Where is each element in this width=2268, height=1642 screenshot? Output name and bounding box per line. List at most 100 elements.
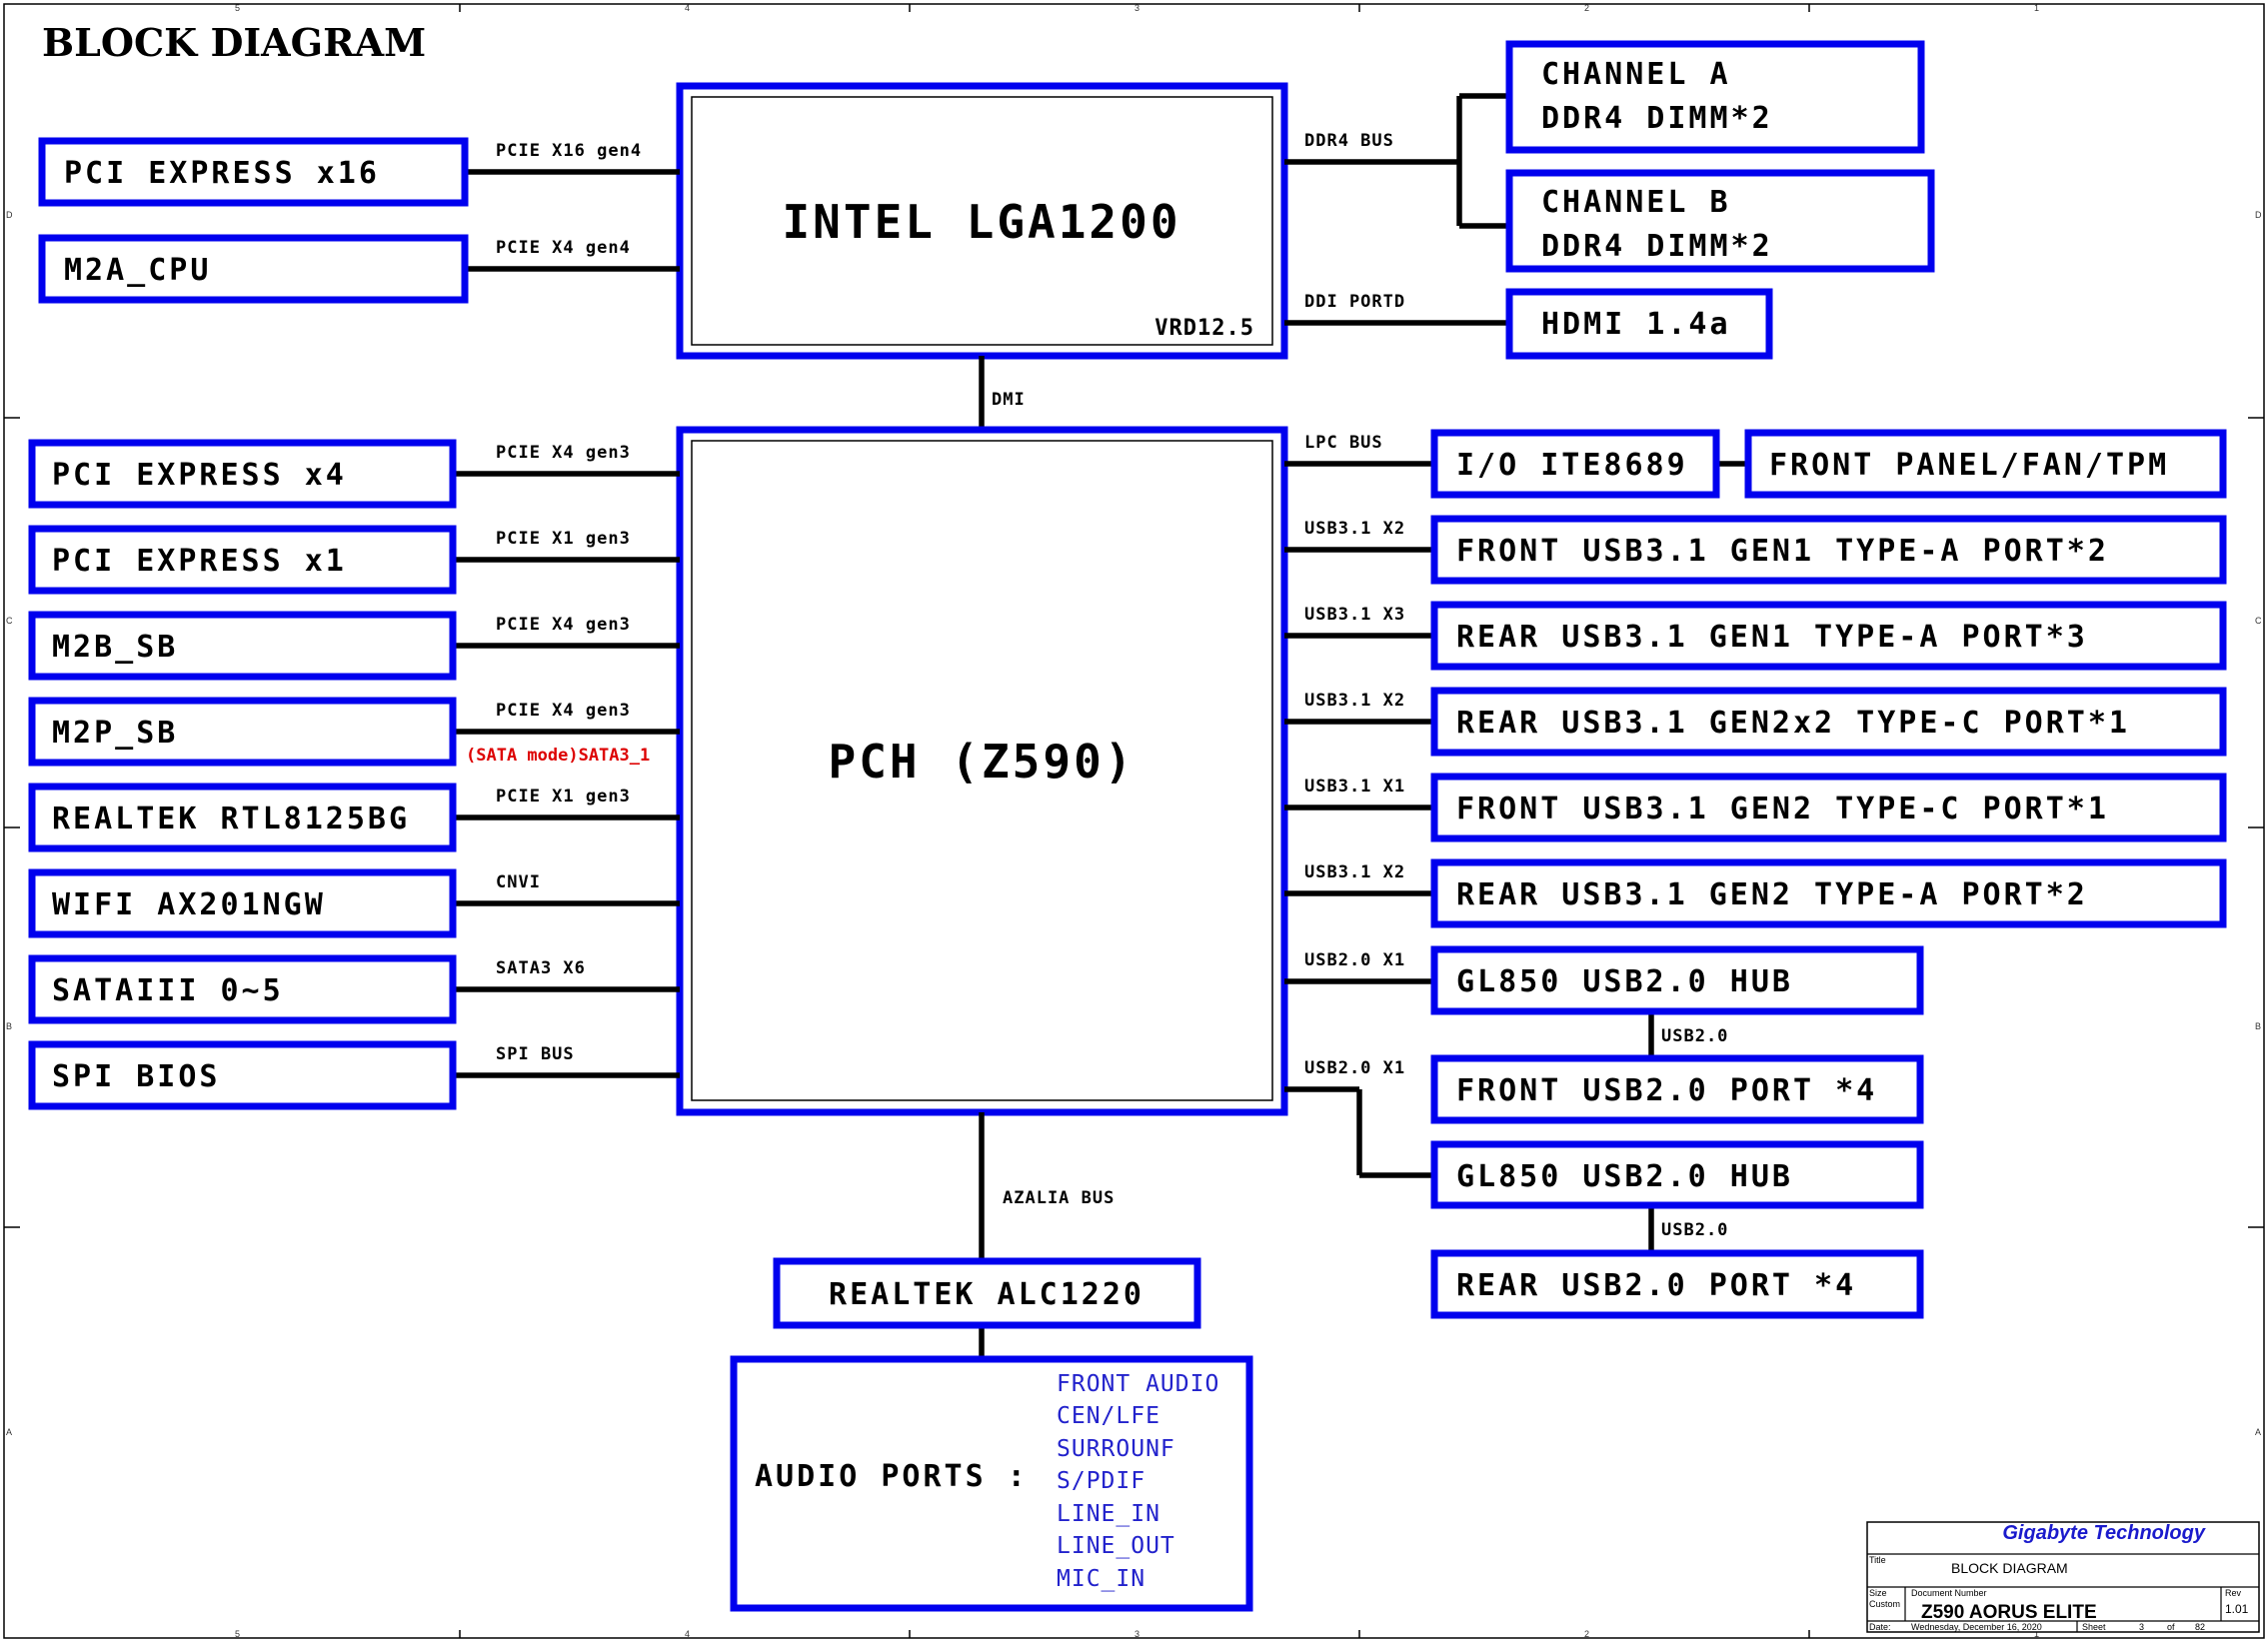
block-label: REAR USB3.1 GEN2x2 TYPE-C PORT*1 bbox=[1456, 706, 2130, 741]
border-row-label: B bbox=[2255, 1021, 2261, 1031]
m2p-sb-block: M2P_SB bbox=[28, 697, 457, 767]
revision: 1.01 bbox=[2225, 1602, 2249, 1616]
docnum-caption: Document Number bbox=[1911, 1588, 1987, 1598]
cpu-name: INTEL LGA1200 bbox=[782, 195, 1180, 249]
title-caption: Title bbox=[1869, 1555, 1886, 1565]
date-value: Wednesday, December 16, 2020 bbox=[1911, 1622, 2042, 1632]
wifi-ax201ngw-block: WIFI AX201NGW bbox=[28, 868, 457, 938]
block-label: DDR4 DIMM*2 bbox=[1541, 101, 1773, 136]
rear-usb20-block: REAR USB2.0 PORT *4 bbox=[1430, 1249, 1924, 1319]
audio-ports-block: AUDIO PORTS : FRONT AUDIO CEN/LFE SURROU… bbox=[730, 1355, 1253, 1612]
bus-label: AZALIA BUS bbox=[1003, 1188, 1115, 1208]
block-label: HDMI 1.4a bbox=[1541, 307, 1731, 342]
border-col-label: 1 bbox=[2034, 3, 2039, 13]
block-label: PCI EXPRESS x16 bbox=[64, 156, 380, 191]
rev-caption: Rev bbox=[2225, 1588, 2242, 1598]
company-name: Gigabyte Technology bbox=[2002, 1522, 2205, 1544]
pci-express-x4-block: PCI EXPRESS x4 bbox=[28, 439, 457, 509]
block-label: I/O ITE8689 bbox=[1456, 448, 1688, 483]
block-label: PCI EXPRESS x1 bbox=[52, 544, 347, 579]
block-label: GL850 USB2.0 HUB bbox=[1456, 1159, 1793, 1194]
block-label: PCI EXPRESS x4 bbox=[52, 458, 347, 493]
sheet-number: 3 bbox=[2139, 1622, 2144, 1632]
front-panel-block: FRONT PANEL/FAN/TPM bbox=[1744, 429, 2227, 499]
border-row-label: C bbox=[2255, 616, 2262, 626]
border-col-label: 4 bbox=[685, 3, 690, 13]
front-usb31-gen2-block: FRONT USB3.1 GEN2 TYPE-C PORT*1 bbox=[1430, 773, 2227, 842]
block-label: CHANNEL A bbox=[1541, 57, 1731, 92]
bus-label: PCIE X1 gen3 bbox=[496, 529, 631, 549]
pci-express-x16-block: PCI EXPRESS x16 bbox=[38, 137, 469, 207]
audio-ports-label: AUDIO PORTS : bbox=[755, 1459, 1029, 1494]
bus-label: PCIE X1 gen3 bbox=[496, 787, 631, 807]
bus-label: USB3.1 X2 bbox=[1304, 519, 1405, 539]
usb2-links: USB2.0 X1 USB2.0 USB2.0 X1 USB2.0 bbox=[1284, 950, 1728, 1253]
border-row-label: A bbox=[2255, 1427, 2261, 1437]
channel-a-block: CHANNEL A DDR4 DIMM*2 bbox=[1505, 40, 1925, 154]
block-label: GL850 USB2.0 HUB bbox=[1456, 964, 1793, 999]
pch-left-links: PCIE X4 gen3 PCIE X1 gen3 PCIE X4 gen3 P… bbox=[453, 443, 680, 1078]
dmi-link: DMI bbox=[979, 356, 1025, 430]
bus-label: USB2.0 X1 bbox=[1304, 950, 1405, 970]
rear-usb31-gen1-block: REAR USB3.1 GEN1 TYPE-A PORT*3 bbox=[1430, 601, 2227, 671]
page-title: BLOCK DIAGRAM bbox=[42, 20, 426, 65]
io-ite8689-block: I/O ITE8689 bbox=[1430, 429, 1720, 499]
hdmi-link: DDI PORTD bbox=[1284, 292, 1509, 326]
hdmi-block: HDMI 1.4a bbox=[1505, 288, 1773, 360]
border-row-label: D bbox=[6, 210, 13, 220]
bus-label: USB3.1 X2 bbox=[1304, 862, 1405, 882]
bus-label: PCIE X4 gen3 bbox=[496, 443, 631, 463]
sheet-total: 82 bbox=[2195, 1622, 2205, 1632]
block-label: SPI BIOS bbox=[52, 1059, 221, 1094]
block-label: REALTEK ALC1220 bbox=[829, 1277, 1144, 1312]
block-label: FRONT PANEL/FAN/TPM bbox=[1769, 448, 2169, 483]
m2a-cpu-block: M2A_CPU bbox=[38, 234, 469, 304]
sata-mode-note: (SATA mode)SATA3_1 bbox=[466, 746, 650, 766]
drawing-frame: 5 4 3 2 1 5 4 3 2 1 D C B A D C B A bbox=[3, 3, 2265, 1639]
bus-label: USB3.1 X3 bbox=[1304, 605, 1405, 625]
block-label: WIFI AX201NGW bbox=[52, 887, 326, 922]
bus-label: USB3.1 X1 bbox=[1304, 777, 1405, 797]
usb31-links: USB3.1 X2 USB3.1 X3 USB3.1 X2 USB3.1 X1 … bbox=[1284, 519, 1434, 896]
sataiii-block: SATAIII 0~5 bbox=[28, 954, 457, 1024]
audio-port-item: LINE_OUT bbox=[1057, 1533, 1175, 1559]
document-number: Z590 AORUS ELITE bbox=[1921, 1602, 2097, 1623]
block-label: REAR USB3.1 GEN1 TYPE-A PORT*3 bbox=[1456, 620, 2088, 655]
realtek-alc1220-block: REALTEK ALC1220 bbox=[773, 1257, 1201, 1329]
block-label: FRONT USB3.1 GEN1 TYPE-A PORT*2 bbox=[1456, 534, 2109, 569]
border-col-label: 5 bbox=[235, 1629, 240, 1639]
bus-label: USB2.0 bbox=[1661, 1220, 1728, 1240]
block-label: SATAIII 0~5 bbox=[52, 973, 284, 1008]
bus-label: DDI PORTD bbox=[1304, 292, 1405, 312]
block-label: REALTEK RTL8125BG bbox=[52, 802, 410, 836]
block-label: REAR USB2.0 PORT *4 bbox=[1456, 1268, 1856, 1303]
border-col-label: 3 bbox=[1134, 3, 1139, 13]
title-block: Gigabyte Technology Title BLOCK DIAGRAM … bbox=[1866, 1521, 2260, 1633]
sheet-caption: Sheet bbox=[2082, 1622, 2106, 1632]
bus-label: USB2.0 X1 bbox=[1304, 1058, 1405, 1078]
front-usb20-block: FRONT USB2.0 PORT *4 bbox=[1430, 1054, 1924, 1124]
border-row-label: B bbox=[6, 1021, 12, 1031]
cpu-left-links: PCIE X16 gen4 PCIE X4 gen4 bbox=[465, 141, 680, 272]
border-col-label: 3 bbox=[1134, 1629, 1139, 1639]
bus-label: SATA3 X6 bbox=[496, 958, 586, 978]
bus-label: PCIE X4 gen3 bbox=[496, 701, 631, 721]
block-label: CHANNEL B bbox=[1541, 185, 1731, 220]
bus-label: DDR4 BUS bbox=[1304, 131, 1394, 151]
audio-port-item: SURROUNF bbox=[1057, 1436, 1175, 1462]
border-row-label: C bbox=[6, 616, 13, 626]
bus-label: PCIE X4 gen4 bbox=[496, 238, 631, 258]
block-label: FRONT USB2.0 PORT *4 bbox=[1456, 1073, 1877, 1108]
memory-links: DDR4 BUS bbox=[1284, 93, 1509, 229]
block-label: M2A_CPU bbox=[64, 253, 211, 288]
pci-express-x1-block: PCI EXPRESS x1 bbox=[28, 525, 457, 595]
size-caption: Size bbox=[1869, 1588, 1887, 1598]
cpu-block: INTEL LGA1200 VRD12.5 bbox=[676, 82, 1288, 360]
audio-port-item: FRONT AUDIO bbox=[1057, 1371, 1219, 1397]
date-caption: Date: bbox=[1869, 1622, 1891, 1632]
border-row-label: A bbox=[6, 1427, 12, 1437]
bus-label: PCIE X16 gen4 bbox=[496, 141, 642, 161]
audio-port-item: S/PDIF bbox=[1057, 1468, 1145, 1494]
border-col-label: 2 bbox=[1584, 1629, 1589, 1639]
